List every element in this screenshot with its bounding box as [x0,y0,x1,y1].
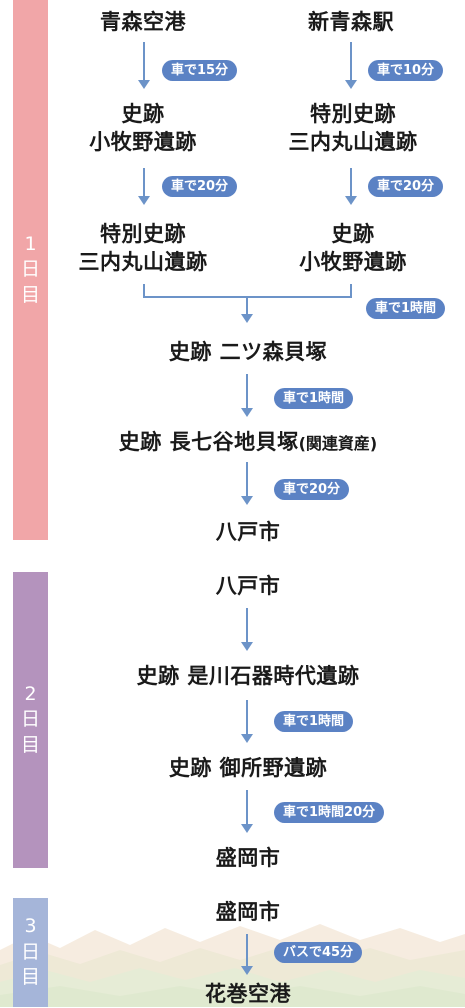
route-arrow-icon [241,642,253,651]
travel-time-badge: 車で20分 [162,176,238,197]
travel-time-badge: 車で15分 [162,60,238,81]
route-line [246,790,248,826]
place-korekawa: 史跡 是川石器時代遺跡 [136,664,360,688]
place-morioka-day3: 盛岡市 [215,900,281,924]
travel-time-badge: 車で20分 [368,176,444,197]
travel-time-badge: 車で1時間 [274,711,354,732]
place-hachinohe-day1: 八戸市 [215,520,281,544]
day-1-suffix: 目 [20,283,40,306]
travel-time-badge: 車で1時間 [274,388,354,409]
place-komakino-1-line2: 小牧野遺跡 [89,130,197,154]
place-sannai-maruyama-1-line1: 特別史跡 [100,222,186,246]
route-arrow-icon [138,80,150,89]
route-arrow-icon [241,496,253,505]
route-arrow-icon [241,408,253,417]
travel-time-badge: 車で1時間20分 [274,802,385,823]
route-arrow-icon [345,80,357,89]
route-line [246,462,248,498]
day-2-suffix: 目 [20,733,40,756]
route-line [246,934,248,968]
place-sannai-maruyama-2-line2: 三内丸山遺跡 [288,130,418,154]
place-nagashichiyachi: 史跡 長七谷地貝塚(関連資産) [48,428,448,458]
place-komakino-2: 史跡 小牧野遺跡 [258,220,448,276]
day-2-number: 2 [24,682,37,705]
day-3-char: 日 [20,940,40,963]
route-line [246,700,248,736]
place-hachinohe-day2: 八戸市 [215,574,281,598]
day-1-char: 日 [20,258,40,281]
route-line [246,374,248,410]
place-aomori-airport: 青森空港 [100,10,186,34]
place-komakino-2-line1: 史跡 [331,222,375,246]
place-komakino-2-line2: 小牧野遺跡 [299,250,407,274]
travel-time-badge: 車で20分 [274,479,350,500]
route-arrow-icon [241,314,253,323]
route-line [143,168,145,198]
travel-time-badge: 車で1時間 [366,298,446,319]
place-futatsumori: 史跡 二ツ森貝塚 [168,340,328,364]
day-1-number: 1 [24,232,37,255]
merge-line-left [143,284,145,297]
day-3-suffix: 目 [20,966,40,989]
merge-line-right [350,284,352,297]
place-goshono: 史跡 御所野遺跡 [168,756,328,780]
place-komakino-1: 史跡 小牧野遺跡 [48,100,238,156]
place-sannai-maruyama-2-line1: 特別史跡 [310,102,396,126]
route-line [350,168,352,198]
place-shin-aomori-station: 新青森駅 [308,10,394,34]
route-line [143,42,145,82]
place-komakino-1-line1: 史跡 [121,102,165,126]
route-arrow-icon [241,966,253,975]
route-line [246,296,248,316]
place-sannai-maruyama-1-line2: 三内丸山遺跡 [78,250,208,274]
travel-time-badge: 車で10分 [368,60,444,81]
day-1-label: 1 日 目 [13,0,48,540]
day-2-char: 日 [20,708,40,731]
place-sannai-maruyama-1: 特別史跡 三内丸山遺跡 [48,220,238,276]
route-line [350,42,352,82]
route-arrow-icon [138,196,150,205]
day-3-number: 3 [24,915,37,938]
route-arrow-icon [345,196,357,205]
place-sannai-maruyama-2: 特別史跡 三内丸山遺跡 [258,100,448,156]
route-arrow-icon [241,824,253,833]
route-line [246,608,248,644]
day-3-label: 3 日 目 [13,898,48,1007]
travel-time-badge: バスで45分 [274,942,363,963]
place-hanamaki-airport: 花巻空港 [205,982,291,1006]
day-2-label: 2 日 目 [13,572,48,868]
place-nagashichiyachi-name: 史跡 長七谷地貝塚 [118,430,299,454]
place-morioka-day2: 盛岡市 [215,846,281,870]
related-asset-note: (関連資産) [298,434,378,453]
route-arrow-icon [241,734,253,743]
